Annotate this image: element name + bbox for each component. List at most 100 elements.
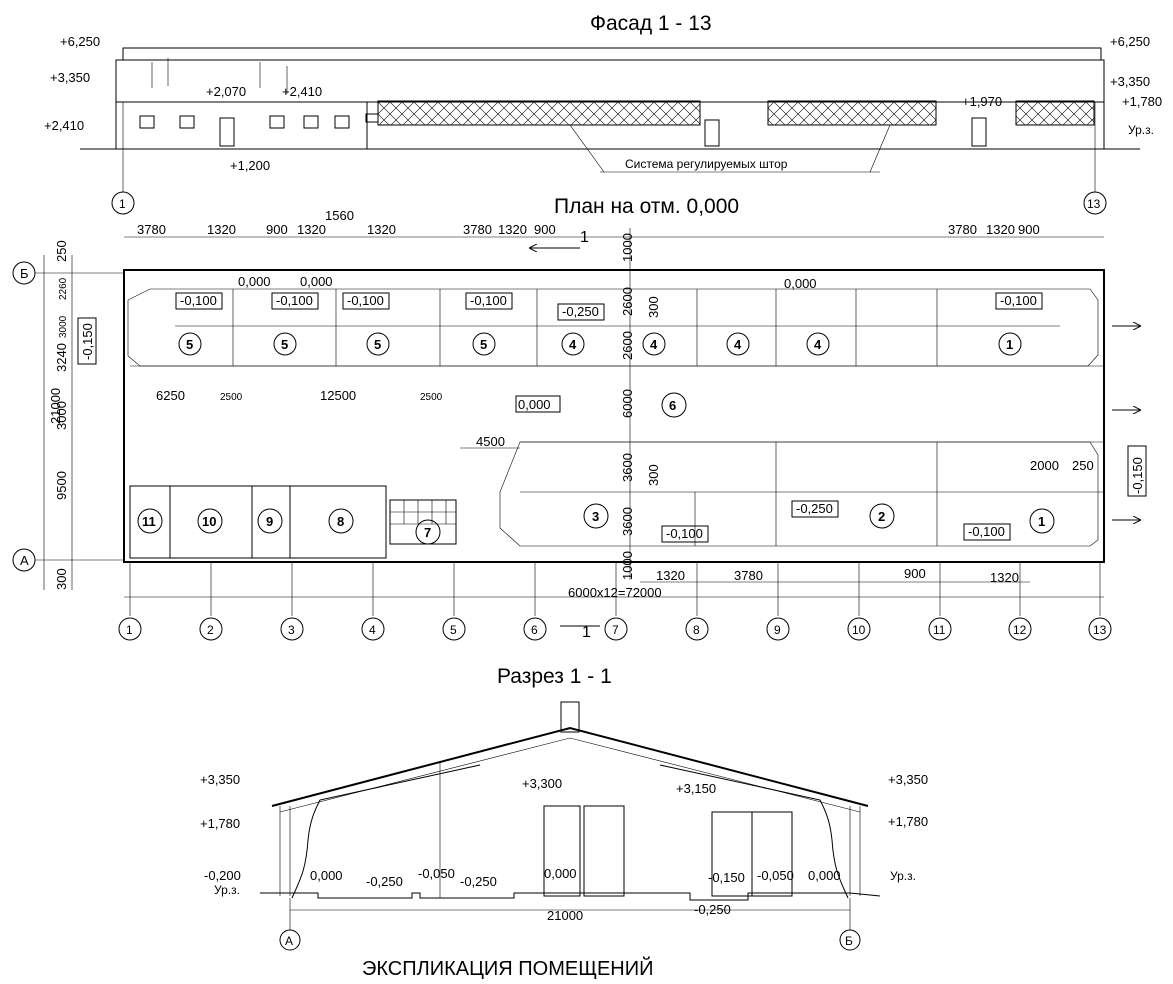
section-axis-label: Б [845, 934, 853, 948]
plan-dim-label: 2260 [58, 277, 69, 300]
plan-lower-levels: -0,100-0,250-0,100 [661, 500, 1011, 543]
plan-axis-bubble [523, 617, 547, 641]
plan-level-box [791, 500, 839, 518]
facade-level-label: Ур.з. [1128, 123, 1154, 137]
facade-wall [115, 59, 1105, 103]
facade-hatched-panel [377, 100, 701, 126]
section-level-label: +1,780 [200, 816, 240, 831]
section-floor [260, 892, 881, 901]
plan-dim-label: 3240 [54, 343, 69, 372]
section-inner-levels: +3,300+3,1500,000-0,250-0,050-0,2500,000… [310, 776, 841, 917]
plan-level-box [77, 317, 97, 365]
section-level-label: +3,300 [522, 776, 562, 791]
plan-axis-bubble [1088, 617, 1112, 641]
plan-axis-label: 4 [369, 623, 376, 637]
section-axis-label: А [285, 934, 293, 948]
plan-level-label: -0,100 [470, 293, 507, 308]
plan-axis-label: 5 [450, 623, 457, 637]
plan-room-number: 9 [266, 514, 273, 529]
section-axis-bubble [839, 929, 861, 951]
facade-view: Фасад 1 - 13 +6,250 +3,350 +2,410 +6,250… [44, 12, 1162, 215]
facade-axis-bubble [1083, 191, 1107, 215]
plan-dim-label: 2600 [620, 331, 635, 360]
plan-axis-label: 10 [852, 623, 866, 637]
plan-room-number: 1 [1038, 514, 1045, 529]
section-level-label: -0,250 [366, 874, 403, 889]
plan-level-box [557, 303, 605, 321]
plan-level-label: -0,100 [968, 524, 1005, 539]
plan-dim-label: 1000 [620, 233, 635, 262]
plan-total-height: 21000 [48, 388, 63, 424]
section-level-label: 0,000 [310, 868, 343, 883]
plan-room-bubble [257, 508, 283, 534]
plan-axis-bubble [1008, 617, 1032, 641]
section-equipment [751, 811, 793, 897]
plan-service-rooms [129, 485, 457, 559]
facade-axis-label: 1 [119, 197, 126, 211]
plan-dim-label: 12500 [320, 388, 356, 403]
plan-level-box [175, 292, 223, 310]
facade-level-label: +2,410 [282, 84, 322, 99]
plan-dim-label: 2000 [1030, 458, 1059, 473]
plan-room-bubble [642, 332, 666, 356]
plan-dim-label: 300 [646, 464, 661, 486]
facade-level-label: +2,410 [44, 118, 84, 133]
plan-axis-bubble [118, 617, 142, 641]
facade-level-label: +1,200 [230, 158, 270, 173]
facade-curtain-leader [869, 124, 891, 173]
plan-stall-dividers [232, 289, 938, 546]
plan-room-number: 4 [569, 337, 577, 352]
plan-level-box [465, 292, 513, 310]
facade-level-label: +2,070 [206, 84, 246, 99]
facade-level-label: +3,350 [1110, 74, 1150, 89]
section-level-label: +3,350 [888, 772, 928, 787]
section-equipment [583, 805, 625, 897]
facade-curtain-leader [569, 124, 605, 173]
plan-room-number: 4 [734, 337, 742, 352]
section-roof [271, 726, 869, 807]
section-frame-left [291, 764, 481, 899]
plan-upper-pen [127, 288, 1099, 367]
facade-hatched-panel [767, 100, 937, 126]
plan-axis-bubble [442, 617, 466, 641]
section-level-label: 0,000 [808, 868, 841, 883]
facade-axis-bubble [111, 191, 135, 215]
plan-dim-label: 1320 [990, 570, 1019, 585]
plan-level-box [1127, 445, 1147, 497]
plan-room-bubble [1029, 508, 1055, 534]
section-equipment [543, 805, 581, 897]
section-level-label: -0,050 [418, 866, 455, 881]
plan-row-letter: Б [20, 266, 29, 281]
plan-total-length: 6000x12=72000 [568, 585, 662, 600]
section-level-label: +3,150 [676, 781, 716, 796]
plan-axis-bubble [604, 617, 628, 641]
section-level-label: +1,780 [888, 814, 928, 829]
plan-view: План на отм. 0,000 [12, 195, 1147, 641]
plan-axis-label: 12 [1013, 623, 1027, 637]
plan-dim-label: 3000 [58, 315, 69, 338]
plan-dim-label: 300 [646, 296, 661, 318]
section-span: 21000 [547, 908, 583, 923]
facade-windows [139, 113, 987, 147]
plan-level-label: -0,100 [666, 526, 703, 541]
plan-room-bubble [661, 392, 687, 418]
plan-axis-label: 13 [1093, 623, 1107, 637]
plan-dim-label: 3780 [948, 222, 977, 237]
plan-dim-label: 900 [904, 566, 926, 581]
plan-axis-label: 11 [933, 623, 946, 637]
plan-room-number: 5 [480, 337, 487, 352]
plan-axis-label: 2 [207, 623, 214, 637]
plan-room-bubble [366, 332, 390, 356]
plan-dim-label: 3780 [463, 222, 492, 237]
plan-level-box [271, 292, 319, 310]
plan-cut-label: 1 [582, 624, 591, 641]
plan-title: План на отм. 0,000 [554, 195, 739, 218]
plan-cut-label: 1 [580, 229, 589, 246]
plan-dim-label: 900 [534, 222, 556, 237]
plan-room-number: 5 [186, 337, 193, 352]
plan-room-bubble [472, 332, 496, 356]
